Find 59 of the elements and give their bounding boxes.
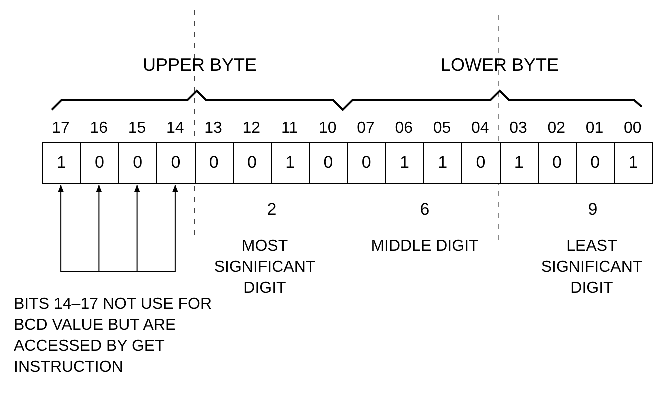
bit-value: 0 xyxy=(94,152,104,174)
digit-value: 6 xyxy=(419,200,431,220)
bit-number: 04 xyxy=(470,120,490,138)
bit-cell xyxy=(194,142,234,184)
bit-cell xyxy=(576,142,615,184)
bit-number: 15 xyxy=(127,120,148,138)
byte-label: LOWER BYTE xyxy=(440,54,560,76)
bit-cell xyxy=(347,142,386,184)
bit-value: 0 xyxy=(171,152,181,174)
bit-number: 02 xyxy=(546,120,567,138)
bit-value: 1 xyxy=(56,152,66,174)
bit-number: 17 xyxy=(51,120,71,138)
bit-cell xyxy=(461,142,500,184)
bit-value: 1 xyxy=(286,152,296,174)
bit-cell xyxy=(118,142,158,184)
byte-label: UPPER BYTE xyxy=(142,54,258,76)
bit-value: 1 xyxy=(628,152,638,174)
bit-cell xyxy=(308,142,348,184)
bit-cell xyxy=(423,142,462,184)
arrow xyxy=(60,184,178,272)
bit-value: 0 xyxy=(209,152,219,174)
bit-cell xyxy=(156,142,196,184)
arrow xyxy=(58,184,64,272)
bit-cell xyxy=(80,142,120,184)
bit-number: 07 xyxy=(356,120,376,138)
bit-cell xyxy=(538,142,577,184)
bit-number: 06 xyxy=(394,120,414,138)
digit-name: MOST SIGNIFICANT DIGIT xyxy=(213,237,317,299)
bit-cell xyxy=(270,142,310,184)
bit-value: 0 xyxy=(590,152,600,174)
bit-number: 13 xyxy=(204,120,224,138)
note-text: BITS 14–17 NOT USE FOR BCD VALUE BUT ARE ACCESSED BY GET INSTRUCTION xyxy=(14,295,213,378)
digit-value: 2 xyxy=(266,200,278,220)
bit-value: 1 xyxy=(438,152,448,174)
digit-name: LEAST SIGNIFICANT DIGIT xyxy=(540,237,644,299)
bit-number: 14 xyxy=(166,120,186,138)
bit-number: 10 xyxy=(318,120,338,138)
digit-value: 9 xyxy=(587,200,599,220)
digit-name: MIDDLE DIGIT xyxy=(370,237,480,257)
bit-number: 00 xyxy=(623,120,643,138)
bit-value: 0 xyxy=(133,152,143,174)
bit-cell xyxy=(385,142,424,184)
bit-cell xyxy=(500,142,539,184)
bit-number: 03 xyxy=(508,120,528,138)
bit-value: 0 xyxy=(324,152,334,174)
bit-value: 1 xyxy=(400,152,410,174)
bit-value: 1 xyxy=(514,152,524,174)
bit-value: 0 xyxy=(476,152,486,174)
bit-cell xyxy=(614,142,653,184)
bit-number: 12 xyxy=(242,120,262,138)
bit-value: 0 xyxy=(552,152,562,174)
bit-cell xyxy=(232,142,272,184)
bit-number: 05 xyxy=(432,120,452,138)
bit-value: 0 xyxy=(247,152,257,174)
bit-number: 16 xyxy=(89,120,110,138)
bit-cell xyxy=(42,142,82,184)
bit-number: 01 xyxy=(584,120,605,138)
bit-value: 0 xyxy=(362,152,372,174)
bit-number: 11 xyxy=(280,120,300,138)
